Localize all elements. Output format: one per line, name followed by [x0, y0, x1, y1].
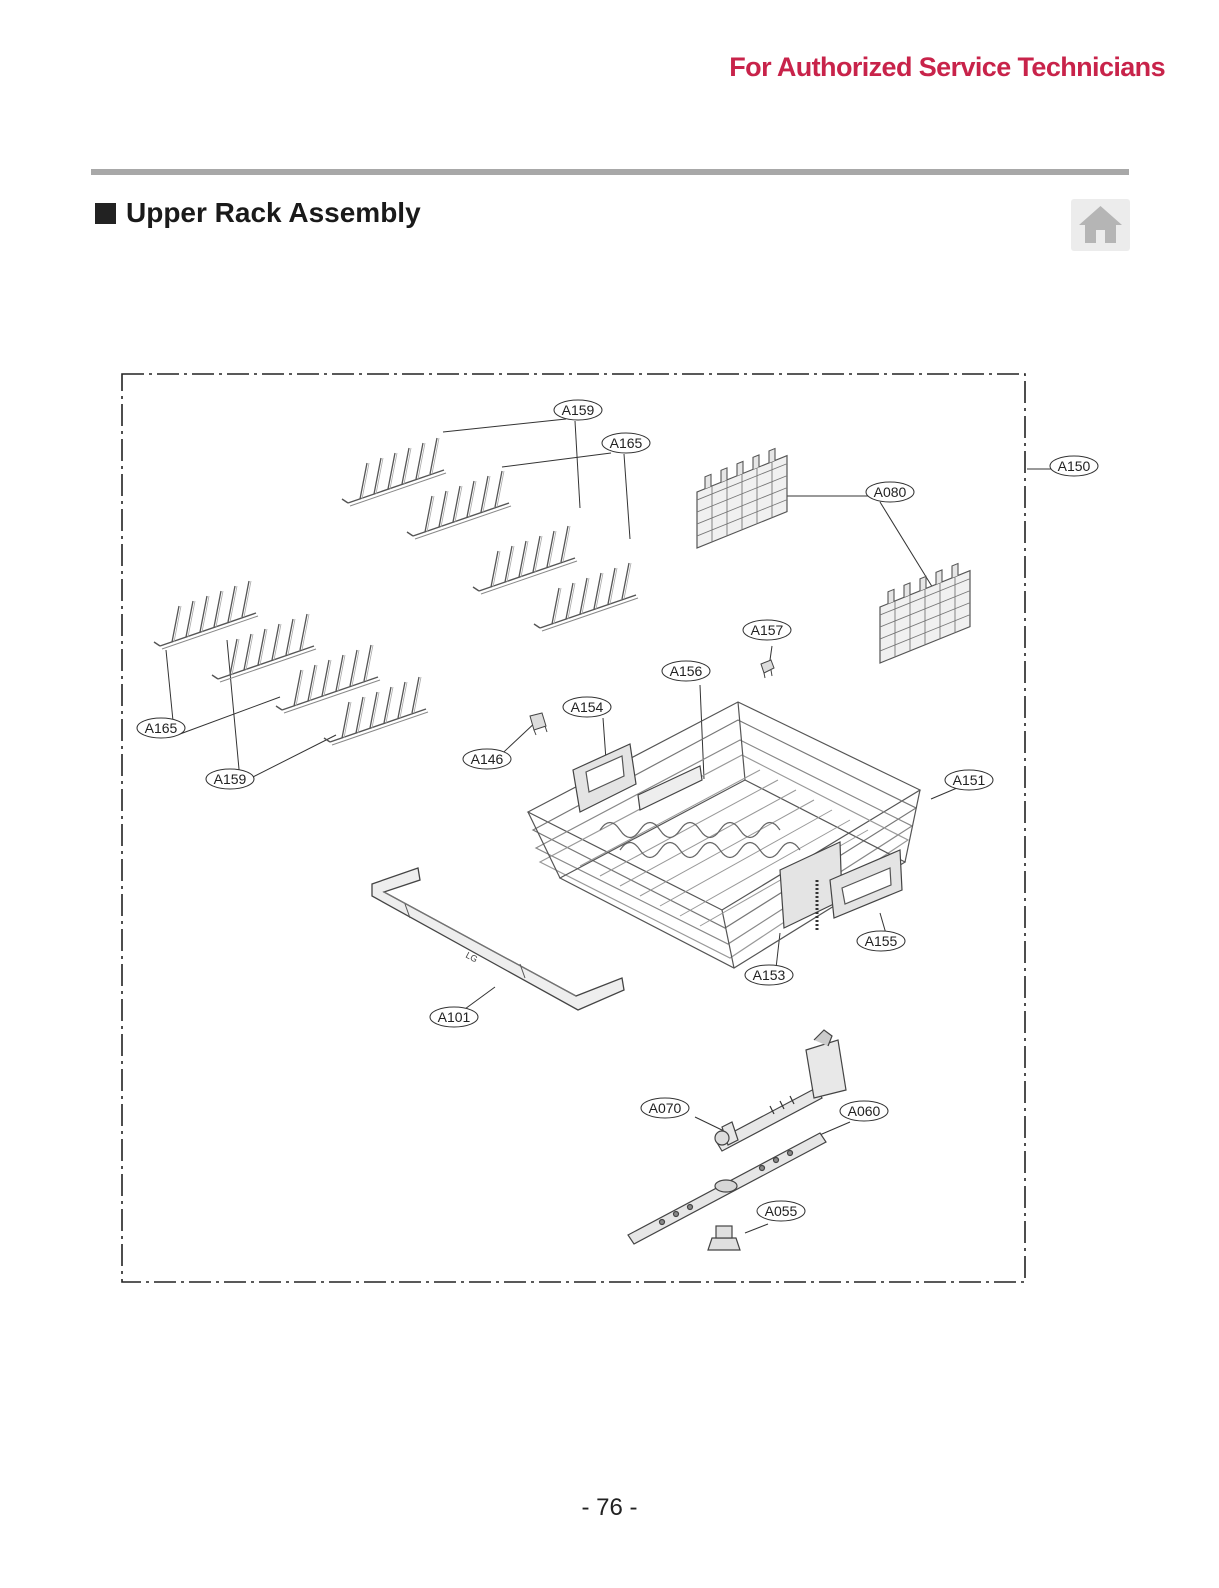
- clip-a146: [529, 712, 548, 736]
- section-title: Upper Rack Assembly: [126, 197, 421, 228]
- callout-a154: A154: [571, 699, 604, 715]
- callout-a157: A157: [751, 622, 784, 638]
- callout-a080: A080: [874, 484, 907, 500]
- cup-shelf-upper: [696, 442, 788, 549]
- spray-arm-nut: [707, 1225, 741, 1251]
- upper-rack-basket: [526, 701, 922, 969]
- page-number: - 76 -: [581, 1494, 638, 1521]
- callout-labels: A159 A165 A150 A080 A157 A156 A154 A146 …: [136, 399, 1099, 1222]
- header-rule: [91, 169, 1129, 175]
- callout-a156: A156: [670, 663, 703, 679]
- callout-a165-left: A165: [145, 720, 178, 736]
- home-button[interactable]: [1071, 199, 1130, 251]
- callout-a165-top: A165: [610, 435, 643, 451]
- callout-a159-top: A159: [562, 402, 595, 418]
- callout-a150: A150: [1058, 458, 1091, 474]
- callout-a060: A060: [848, 1103, 881, 1119]
- callout-a070: A070: [649, 1100, 682, 1116]
- callout-a146: A146: [471, 751, 504, 767]
- home-icon: [1079, 206, 1122, 243]
- callout-a101: A101: [438, 1009, 471, 1025]
- callout-a155: A155: [865, 933, 898, 949]
- spray-arm-conduit: [714, 1029, 847, 1152]
- square-bullet-icon: [95, 202, 116, 224]
- lower-spray-arm: [627, 1132, 827, 1245]
- assembly-boundary: [121, 373, 1026, 1283]
- tine-rows-left: [153, 580, 429, 746]
- clip-a157: [760, 659, 775, 679]
- tine-rows-top: [341, 437, 639, 632]
- callout-a159-left: A159: [214, 771, 247, 787]
- front-handle: LG: [371, 867, 625, 1011]
- callout-a153: A153: [753, 967, 786, 983]
- authorized-technicians-note: For Authorized Service Technicians: [729, 52, 1165, 82]
- callout-a055: A055: [765, 1203, 798, 1219]
- section-heading: Upper Rack Assembly: [95, 197, 421, 229]
- handle-logo: LG: [464, 950, 479, 964]
- callout-a151: A151: [953, 772, 986, 788]
- leader-lines: [165, 418, 1056, 1234]
